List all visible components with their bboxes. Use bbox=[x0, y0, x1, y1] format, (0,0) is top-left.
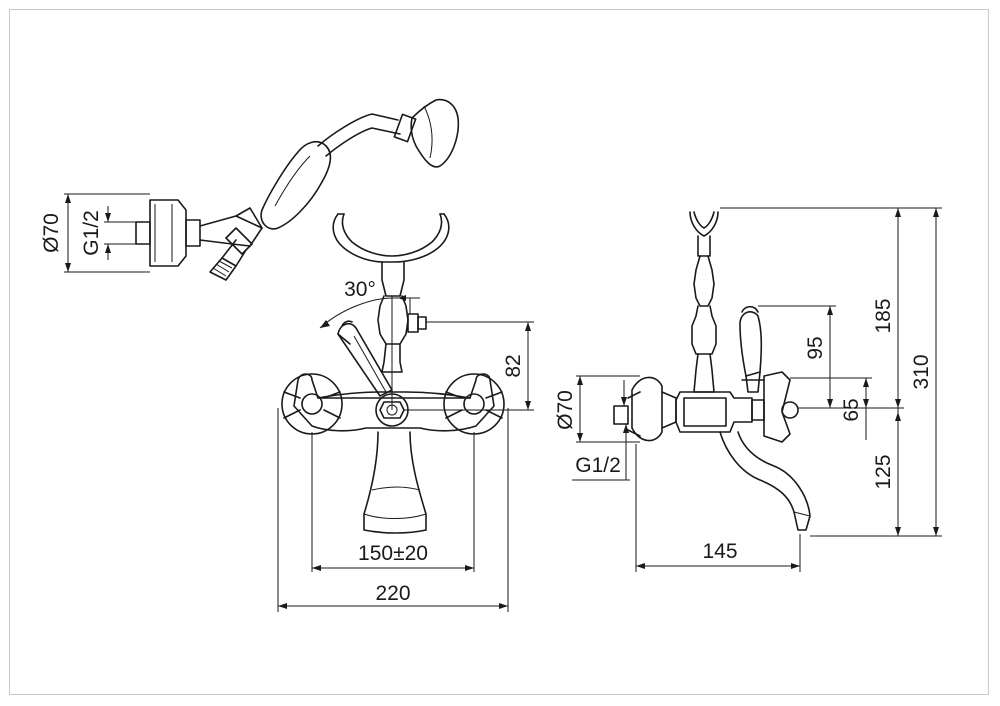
dim-shower-diameter: Ø70 bbox=[40, 213, 63, 253]
dim-spacing: 150±20 bbox=[358, 542, 428, 565]
dim-reach: 145 bbox=[702, 540, 737, 563]
dim-width: 220 bbox=[375, 582, 410, 605]
drawing-frame bbox=[9, 9, 989, 695]
side-view: 145 310 185 125 95 65 Ø70 bbox=[554, 207, 942, 572]
dim-shower-thread: G1/2 bbox=[80, 210, 103, 256]
dim-height-185: 185 bbox=[872, 298, 895, 333]
dim-angle: 30° bbox=[344, 278, 376, 301]
dim-height-125: 125 bbox=[872, 454, 895, 489]
dim-side-diameter: Ø70 bbox=[554, 390, 577, 430]
dim-height-310: 310 bbox=[910, 354, 933, 389]
front-view: 150±20 220 82 30° bbox=[277, 213, 534, 612]
hand-shower-view: Ø70 G1/2 bbox=[40, 98, 460, 281]
dim-height-82: 82 bbox=[502, 354, 525, 377]
dim-side-thread: G1/2 bbox=[575, 454, 621, 477]
dim-height-95: 95 bbox=[804, 336, 827, 359]
dim-height-65: 65 bbox=[840, 398, 863, 421]
